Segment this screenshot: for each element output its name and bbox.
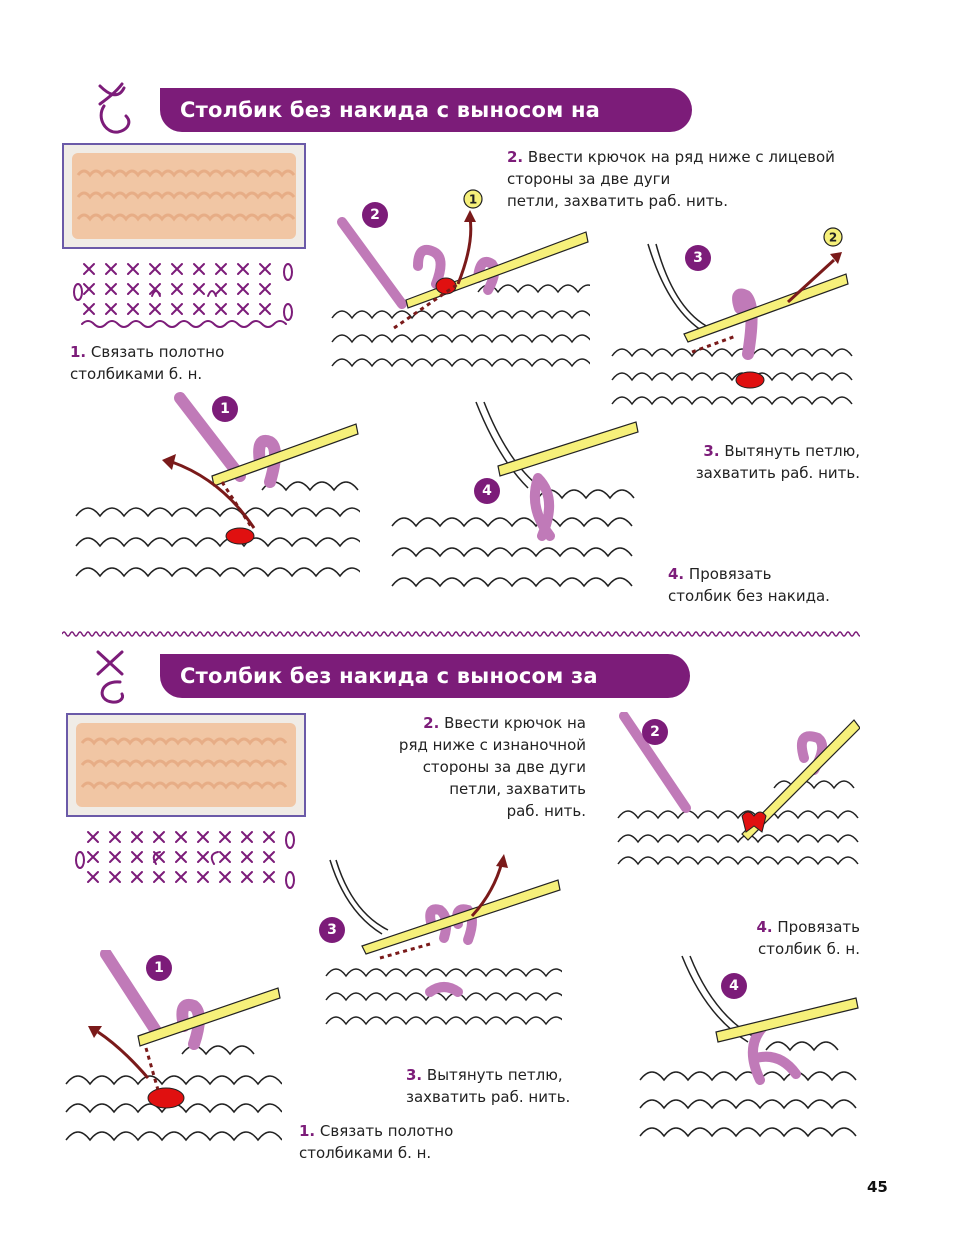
step-badge-number: 1 — [220, 401, 230, 417]
front-post-symbol-icon — [98, 82, 131, 134]
step-1-caption: 1. Связать полотно столбиками б. н. — [70, 341, 270, 385]
step-number: 1. — [70, 343, 87, 361]
illustration-step-2 — [617, 712, 860, 866]
step-number: 3. — [703, 442, 720, 460]
step-number: 2. — [507, 148, 524, 166]
step-text: Ввести крючок на — [444, 714, 586, 732]
fabric-texture — [76, 723, 296, 807]
svg-text:2: 2 — [829, 231, 837, 245]
illustration-step-1 — [75, 392, 360, 578]
step-3-caption: 3. Вытянуть петлю, захватить раб. нить. — [660, 440, 860, 484]
step-badge-number: 3 — [327, 922, 337, 938]
step-badge: 2 — [362, 202, 388, 228]
step-3-caption: 3. Вытянуть петлю, захватить раб. нить. — [406, 1064, 606, 1108]
step-number: 3. — [406, 1066, 423, 1084]
step-badge: 3 — [685, 245, 711, 271]
fabric-photo — [66, 713, 306, 817]
step-number: 4. — [756, 918, 773, 936]
step-text: Вытянуть петлю, — [724, 442, 860, 460]
step-text: стороны за две дуги — [507, 170, 671, 188]
section-title: Столбик без накида с выносом на полотно — [160, 88, 692, 166]
step-2-caption: 2. Ввести крючок на ряд ниже с изнаночно… — [380, 712, 586, 822]
arrow-marker-icon: 2 — [823, 227, 843, 247]
step-text: захватить раб. нить. — [695, 464, 860, 482]
arrow-marker-icon: 1 — [463, 189, 483, 209]
step-badge-number: 4 — [729, 978, 739, 994]
step-badge: 4 — [721, 973, 747, 999]
step-4-caption: 4. Провязать столбик без накида. — [668, 563, 868, 607]
step-badge: 4 — [474, 478, 500, 504]
fabric-photo — [62, 143, 306, 249]
step-number: 2. — [423, 714, 440, 732]
step-text: Провязать — [777, 918, 860, 936]
step-text: столбик б. н. — [758, 940, 860, 958]
svg-text:1: 1 — [469, 193, 477, 207]
step-text: раб. нить. — [506, 802, 586, 820]
step-text: стороны за две дуги — [422, 758, 586, 776]
step-text: петли, захватить — [449, 780, 586, 798]
fabric-texture — [72, 153, 296, 239]
section-divider — [62, 631, 860, 637]
step-1-caption: 1. Связать полотно столбиками б. н. — [299, 1120, 499, 1164]
step-badge-number: 3 — [693, 250, 703, 266]
step-number: 4. — [668, 565, 685, 583]
step-badge-number: 2 — [370, 207, 380, 223]
illustration-step-3 — [325, 854, 562, 1026]
step-text: Вытянуть петлю, — [426, 1066, 563, 1084]
step-text: Ввести крючок на ряд ниже с лицевой — [527, 148, 835, 166]
step-2-caption: 2. Ввести крючок на ряд ниже с лицевой с… — [507, 146, 847, 212]
step-text: петли, захватить раб. нить. — [507, 192, 728, 210]
step-text: захватить раб. нить. — [406, 1088, 571, 1106]
stitch-chart — [75, 831, 295, 889]
back-post-symbol-icon — [96, 650, 124, 704]
step-text: Связать полотно — [90, 343, 225, 361]
step-badge: 2 — [642, 719, 668, 745]
illustration-step-4 — [639, 955, 859, 1138]
step-badge: 3 — [319, 917, 345, 943]
illustration-step-3 — [611, 243, 853, 406]
stitch-chart — [73, 263, 293, 328]
step-badge-number: 2 — [650, 724, 660, 740]
step-text: столбик без накида. — [668, 587, 830, 605]
step-badge-number: 1 — [154, 960, 164, 976]
step-text: столбиками б. н. — [299, 1144, 432, 1162]
illustration-step-4 — [391, 401, 639, 588]
step-badge: 1 — [212, 396, 238, 422]
section-title: Столбик без накида с выносом за полотно — [160, 654, 690, 732]
illustration-step-2 — [331, 210, 590, 368]
step-number: 1. — [299, 1122, 316, 1140]
divider-wave — [62, 631, 860, 637]
step-text: Связать полотно — [319, 1122, 454, 1140]
step-badge-number: 4 — [482, 483, 492, 499]
illustration-step-1 — [65, 950, 282, 1142]
step-4-caption: 4. Провязать столбик б. н. — [700, 916, 860, 960]
step-badge: 1 — [146, 955, 172, 981]
page-number: 45 — [867, 1178, 888, 1196]
step-text: Провязать — [688, 565, 772, 583]
step-text: столбиками б. н. — [70, 365, 203, 383]
step-text: ряд ниже с изнаночной — [398, 736, 586, 754]
